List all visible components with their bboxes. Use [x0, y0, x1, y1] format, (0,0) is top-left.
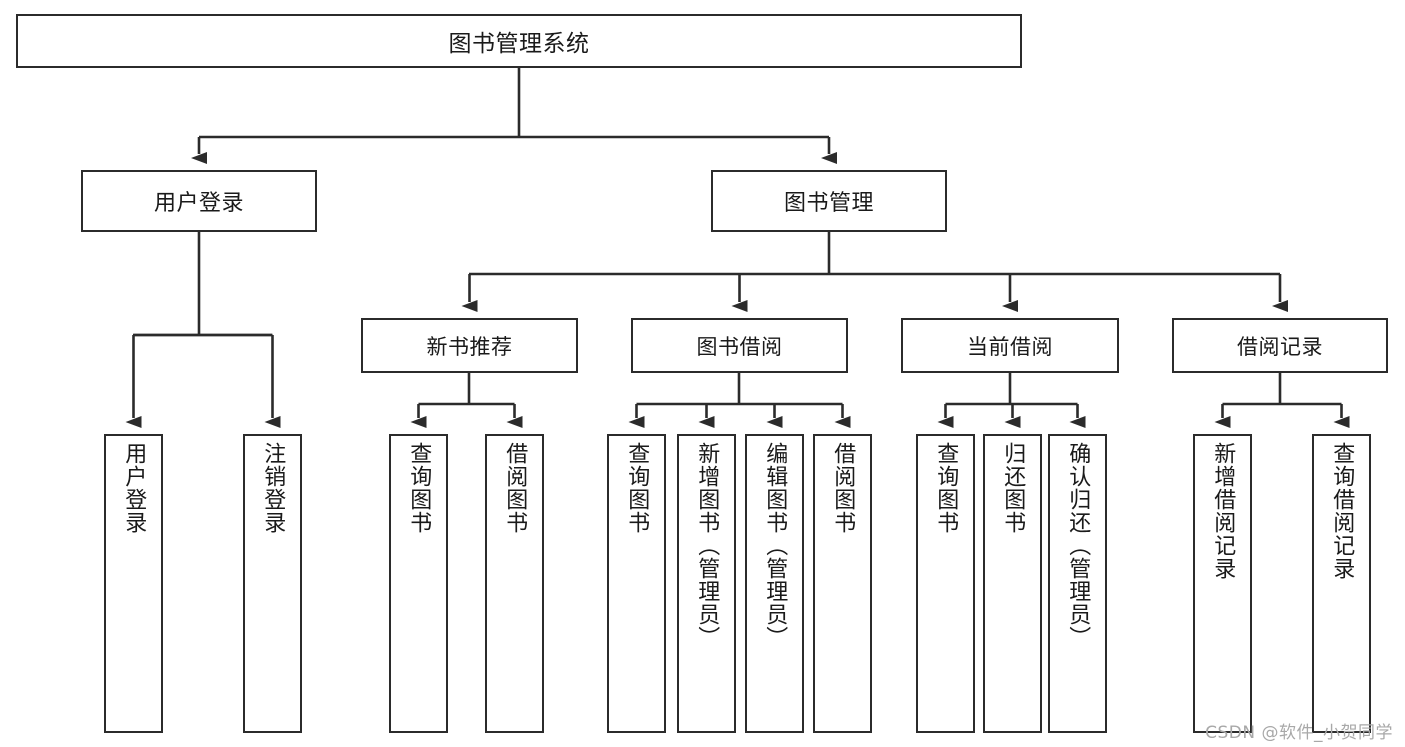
node-leaf-edit-book-label: 编辑图书（管理员）	[762, 442, 788, 649]
node-root-label: 图书管理系统	[448, 31, 590, 57]
node-book-borrow[interactable]: 图书借阅	[631, 318, 848, 373]
node-leaf-borrow-book-1-label: 借阅图书	[502, 442, 528, 534]
node-leaf-query-record[interactable]: 查询借阅记录	[1312, 434, 1371, 733]
node-book-manage[interactable]: 图书管理	[711, 170, 947, 232]
node-borrow-record-label: 借阅记录	[1237, 334, 1323, 359]
node-leaf-borrow-book-2-label: 借阅图书	[830, 442, 856, 534]
node-leaf-borrow-book-2[interactable]: 借阅图书	[813, 434, 872, 733]
node-book-borrow-label: 图书借阅	[696, 334, 783, 359]
node-borrow-record[interactable]: 借阅记录	[1172, 318, 1388, 373]
node-leaf-confirm-return-label: 确认归还（管理员）	[1065, 442, 1091, 649]
node-leaf-query-book-3-label: 查询图书	[933, 442, 959, 534]
node-leaf-return-book[interactable]: 归还图书	[983, 434, 1042, 733]
node-new-book-rec[interactable]: 新书推荐	[361, 318, 578, 373]
node-leaf-query-book-2[interactable]: 查询图书	[607, 434, 666, 733]
node-current-borrow[interactable]: 当前借阅	[901, 318, 1119, 373]
node-leaf-user-login-label: 用户登录	[121, 442, 147, 534]
node-leaf-borrow-book-1[interactable]: 借阅图书	[485, 434, 544, 733]
watermark: CSDN @软件_小贺同学	[1205, 723, 1393, 743]
node-user-login[interactable]: 用户登录	[81, 170, 317, 232]
node-leaf-query-book-3[interactable]: 查询图书	[916, 434, 975, 733]
node-leaf-query-book-2-label: 查询图书	[624, 442, 650, 534]
node-new-book-rec-label: 新书推荐	[426, 334, 513, 359]
node-leaf-query-book-1-label: 查询图书	[406, 442, 432, 534]
node-leaf-user-logout[interactable]: 注销登录	[243, 434, 302, 733]
node-leaf-confirm-return[interactable]: 确认归还（管理员）	[1048, 434, 1107, 733]
node-leaf-return-book-label: 归还图书	[1000, 442, 1026, 534]
node-root[interactable]: 图书管理系统	[16, 14, 1022, 68]
node-leaf-query-book-1[interactable]: 查询图书	[389, 434, 448, 733]
node-leaf-add-book[interactable]: 新增图书（管理员）	[677, 434, 736, 733]
node-leaf-user-logout-label: 注销登录	[260, 442, 286, 534]
node-leaf-user-login[interactable]: 用户登录	[104, 434, 163, 733]
node-leaf-query-record-label: 查询借阅记录	[1329, 442, 1355, 580]
node-user-login-label: 用户登录	[153, 191, 244, 216]
node-leaf-add-record-label: 新增借阅记录	[1210, 442, 1236, 580]
node-leaf-add-book-label: 新增图书（管理员）	[694, 442, 720, 649]
node-leaf-add-record[interactable]: 新增借阅记录	[1193, 434, 1252, 733]
node-leaf-edit-book[interactable]: 编辑图书（管理员）	[745, 434, 804, 733]
node-current-borrow-label: 当前借阅	[967, 334, 1053, 359]
node-book-manage-label: 图书管理	[783, 191, 874, 216]
